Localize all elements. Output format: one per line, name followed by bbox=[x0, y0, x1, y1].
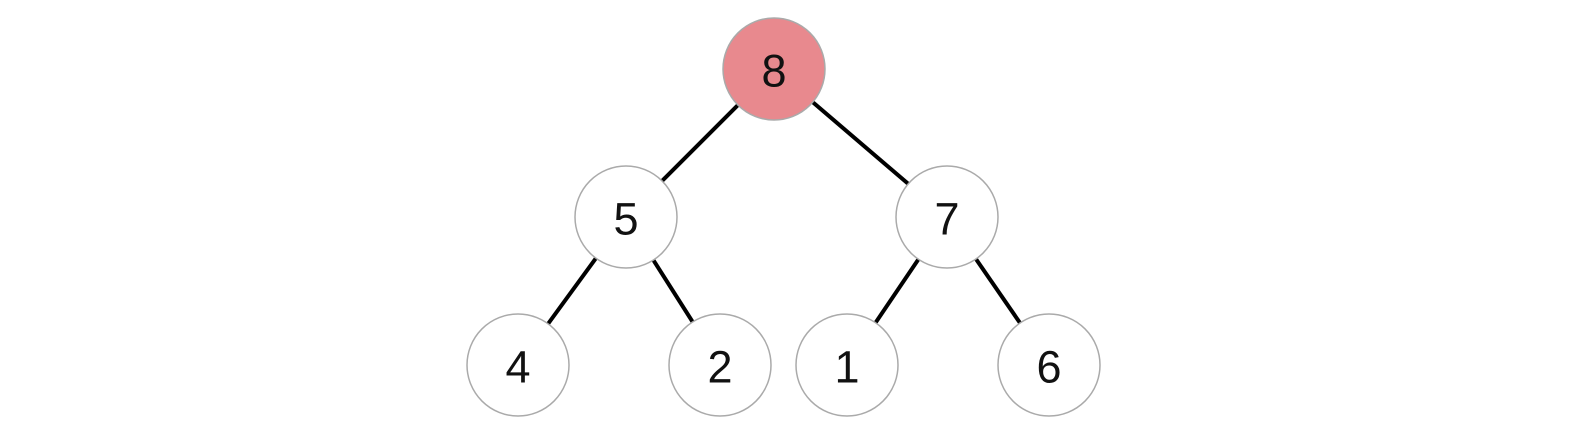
node-label: 1 bbox=[834, 341, 859, 392]
node-label: 5 bbox=[613, 193, 638, 244]
tree-node-8: 8 bbox=[722, 17, 826, 121]
tree-node-4: 4 bbox=[466, 313, 570, 417]
node-label: 4 bbox=[505, 341, 530, 392]
tree-node-6: 6 bbox=[997, 313, 1101, 417]
tree-node-1: 1 bbox=[795, 313, 899, 417]
tree-node-5: 5 bbox=[574, 165, 678, 269]
node-label: 2 bbox=[707, 341, 732, 392]
tree-node-2: 2 bbox=[668, 313, 772, 417]
node-circle bbox=[997, 313, 1101, 417]
node-label: 7 bbox=[934, 193, 959, 244]
node-label: 6 bbox=[1036, 341, 1061, 392]
node-circle bbox=[574, 165, 678, 269]
node-circle bbox=[895, 165, 999, 269]
node-circle bbox=[466, 313, 570, 417]
node-circle bbox=[795, 313, 899, 417]
node-circle bbox=[668, 313, 772, 417]
tree-node-7: 7 bbox=[895, 165, 999, 269]
node-label: 8 bbox=[761, 45, 786, 96]
node-circle-highlighted bbox=[722, 17, 826, 121]
